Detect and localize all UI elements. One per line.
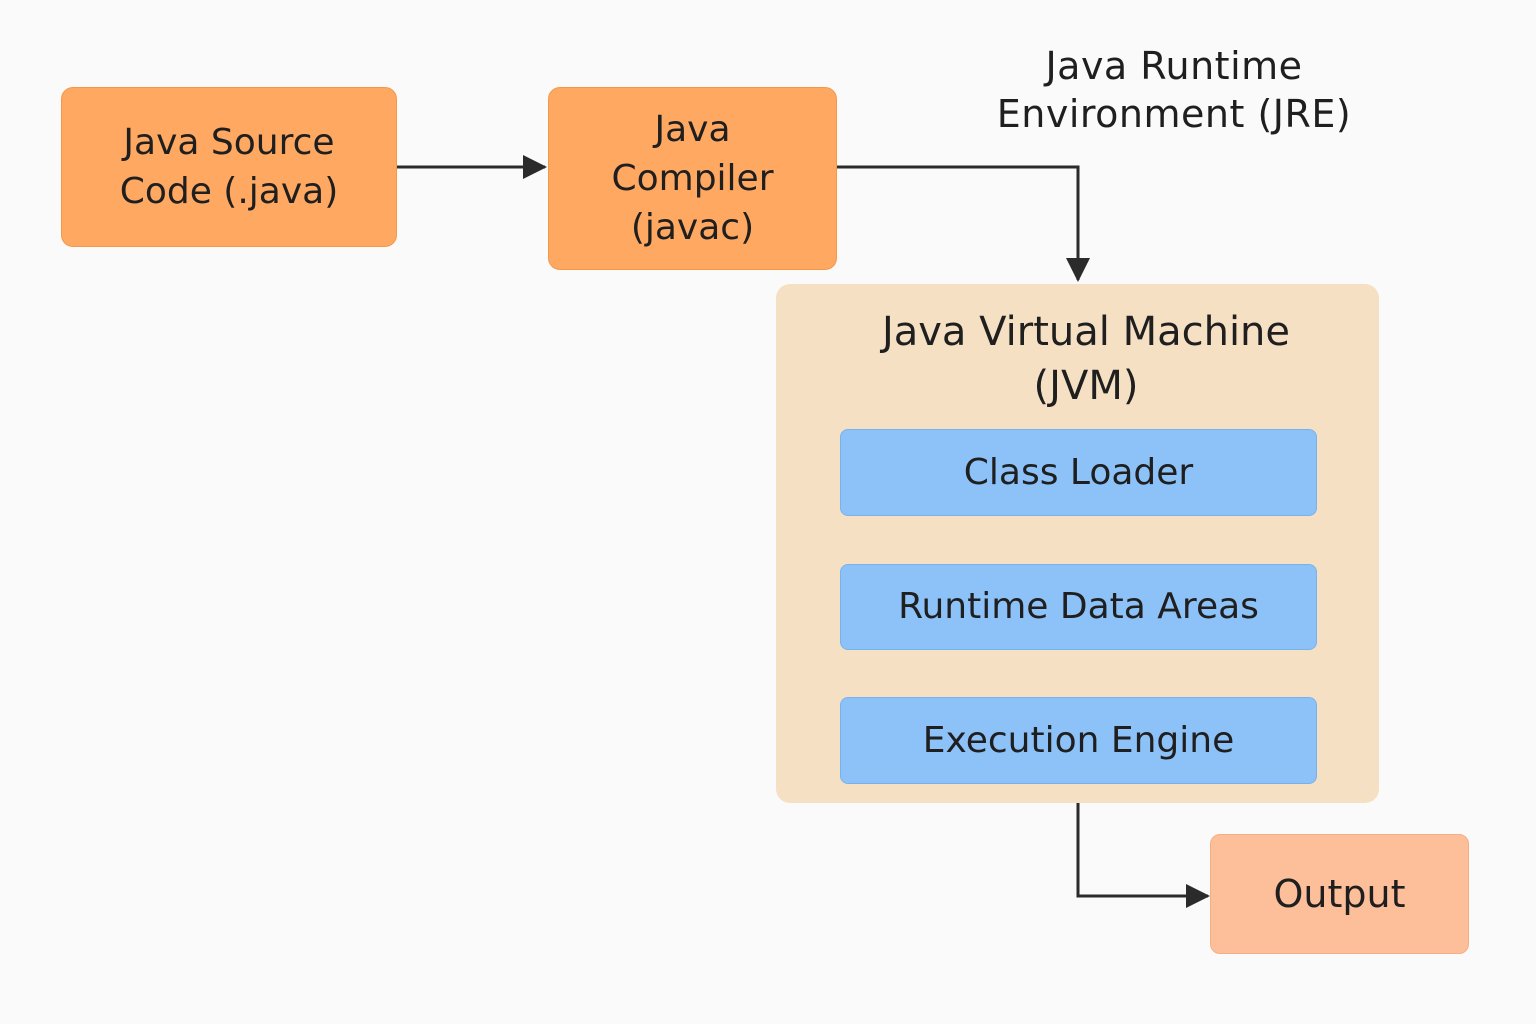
runtime-data-areas-node: Runtime Data Areas: [840, 564, 1317, 650]
java-compiler-label: Java Compiler (javac): [611, 109, 774, 248]
jvm-title: Java Virtual Machine (JVM): [881, 309, 1291, 409]
execution-engine-label: Execution Engine: [922, 719, 1235, 761]
class-loader-label: Class Loader: [963, 451, 1194, 493]
class-loader-node: Class Loader: [840, 429, 1317, 516]
output-label: Output: [1273, 872, 1406, 916]
java-compiler-node: Java Compiler (javac): [548, 87, 837, 270]
runtime-data-areas-label: Runtime Data Areas: [898, 586, 1259, 627]
output-node: Output: [1210, 834, 1469, 954]
jre-label: Java Runtime Environment (JRE): [996, 44, 1352, 136]
arrow-compiler-to-jvm: [837, 165, 1090, 282]
java-source-code-node: Java Source Code (.java): [61, 87, 397, 247]
java-source-code-label: Java Source Code (.java): [119, 122, 339, 212]
execution-engine-node: Execution Engine: [840, 697, 1317, 784]
arrow-jvm-to-output: [1076, 803, 1210, 908]
